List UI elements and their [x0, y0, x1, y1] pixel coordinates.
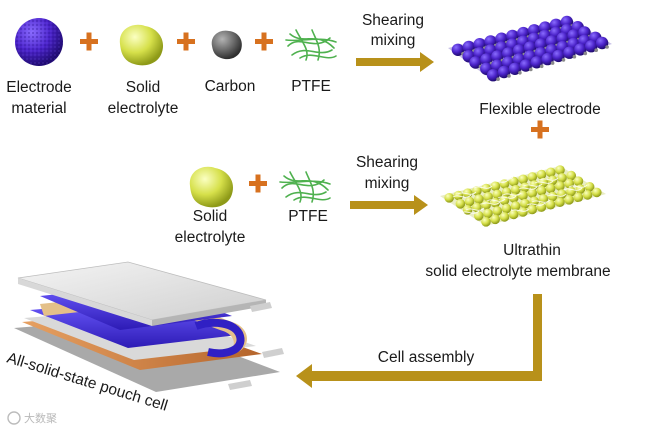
shearing-mixing-label-1: Shearing — [362, 12, 424, 29]
shearing-mixing-label-1: Shearing — [356, 154, 418, 171]
ptfe-fibers — [285, 29, 337, 61]
plus-icon — [80, 32, 98, 51]
plus-icon — [531, 120, 549, 139]
shearing-mixing-label-2: mixing — [371, 32, 416, 49]
solid-electrolyte-particle — [119, 24, 164, 66]
process-arrow-right — [356, 52, 434, 72]
solid-electrolyte-label-2: electrolyte — [108, 100, 179, 117]
process-arrow-right — [350, 195, 428, 215]
plus-icon — [177, 32, 195, 51]
flexible-electrode-label: Flexible electrode — [479, 101, 600, 118]
solid-electrolyte-particle — [189, 166, 234, 208]
ptfe-label: PTFE — [291, 78, 331, 95]
electrode-material-label-2: material — [11, 100, 66, 117]
solid-electrolyte-label-2: electrolyte — [175, 229, 246, 246]
electrode-material-particle — [15, 18, 63, 66]
membrane-label-2: solid electrolyte membrane — [425, 263, 610, 280]
cell-assembly-label: Cell assembly — [378, 349, 475, 366]
svg-text:大数聚: 大数聚 — [24, 411, 57, 425]
pouch-cell — [14, 261, 284, 392]
solid-electrolyte-label-1: Solid — [193, 208, 227, 225]
membrane-label-1: Ultrathin — [503, 242, 561, 259]
carbon-particle — [211, 30, 242, 60]
shearing-mixing-label-2: mixing — [365, 175, 410, 192]
assembly-arrow — [296, 294, 542, 388]
electrolyte-membrane-sheet — [440, 165, 606, 227]
ptfe-label: PTFE — [288, 208, 328, 225]
carbon-label: Carbon — [205, 78, 256, 95]
plus-icon — [255, 32, 273, 51]
solid-electrolyte-label-1: Solid — [126, 79, 160, 96]
electrode-material-label-1: Electrode — [6, 79, 71, 96]
plus-icon — [249, 174, 267, 193]
flexible-electrode-sheet — [448, 15, 612, 82]
ptfe-fibers — [279, 171, 331, 203]
watermark: 大数聚 — [7, 411, 57, 425]
